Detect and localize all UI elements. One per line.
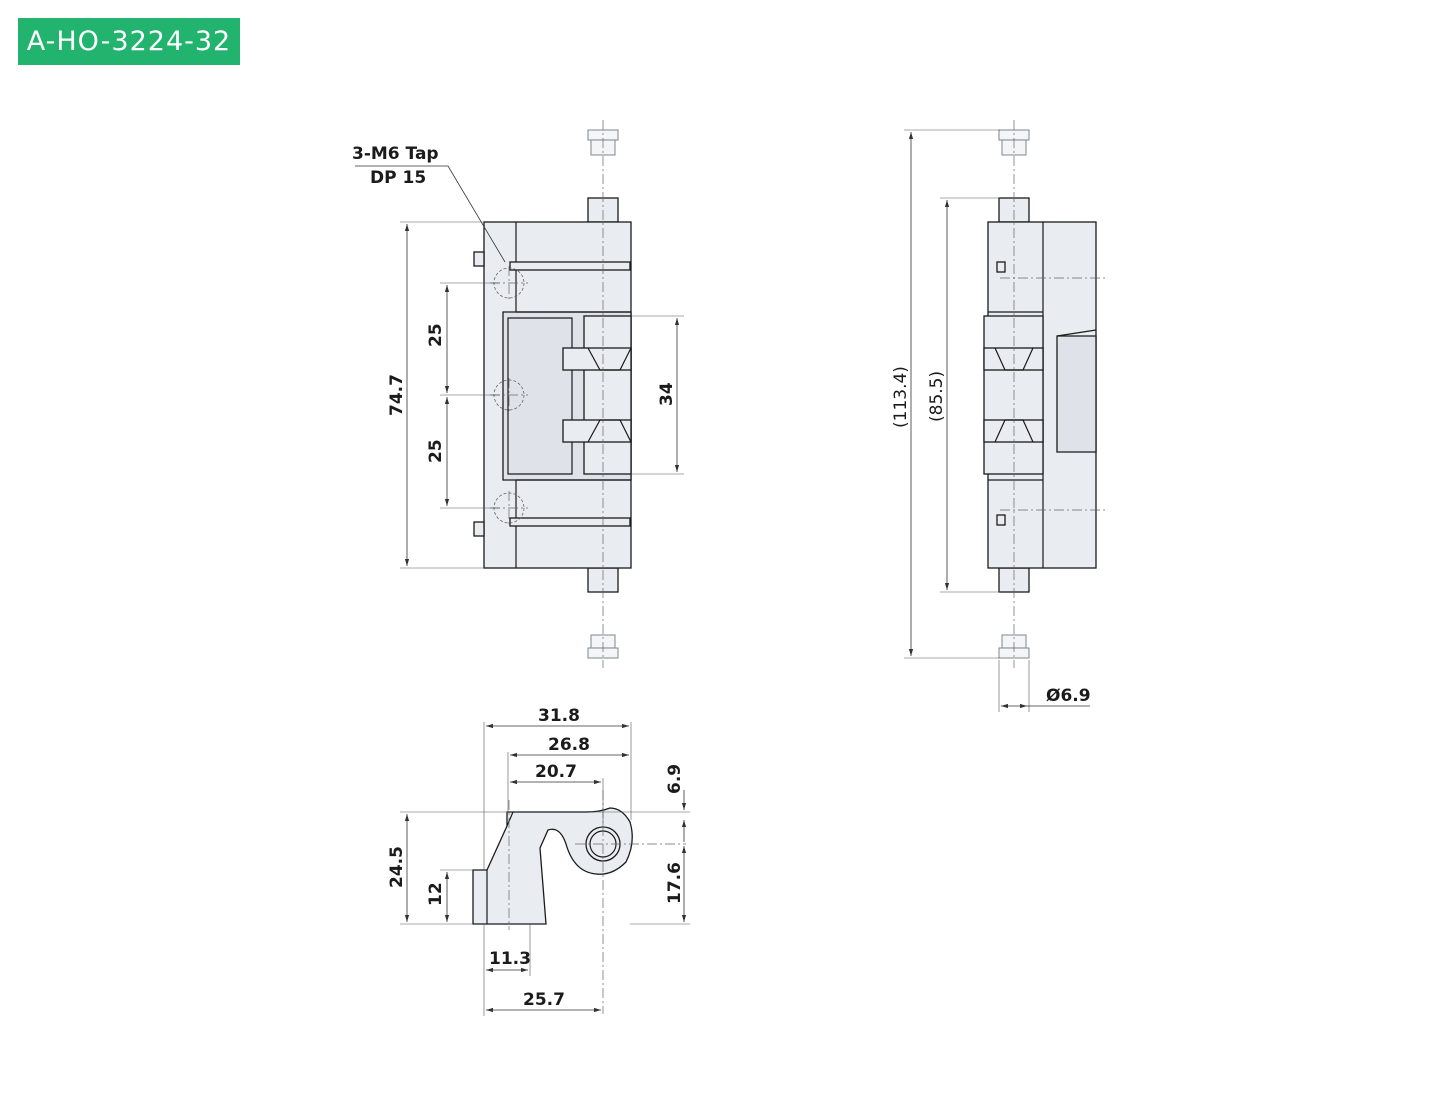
dim-17-6: 17.6 (665, 862, 685, 904)
hinge-end-profile (472, 807, 633, 925)
part-number-badge: A-HO-3224-32 (18, 18, 240, 65)
dim-overall-length: (113.4) (891, 366, 911, 428)
dim-pin-span: (85.5) (927, 371, 947, 422)
dim-11-3: 11.3 (489, 949, 531, 969)
dim-26-8: 26.8 (548, 735, 590, 755)
front-view: 3-M6 Tap DP 15 74.7 25 25 34 (352, 120, 684, 668)
dim-pitch-lower: 25 (426, 439, 446, 463)
dim-25-7: 25.7 (523, 990, 565, 1010)
dim-12: 12 (426, 882, 446, 906)
dim-24-5: 24.5 (387, 846, 407, 888)
dim-6-9: 6.9 (665, 764, 685, 794)
dim-height-74-7: 74.7 (387, 374, 407, 416)
dim-31-8: 31.8 (538, 706, 580, 726)
dim-pin-diameter: Ø6.9 (1046, 686, 1091, 706)
dim-20-7: 20.7 (535, 762, 577, 782)
tap-slot-top (509, 261, 631, 271)
tap-slot-bottom (509, 517, 631, 527)
end-view: 31.8 26.8 20.7 6.9 17.6 24.5 12 11.3 25.… (387, 706, 690, 1016)
dim-pitch-upper: 25 (426, 323, 446, 347)
side-view: (113.4) (85.5) Ø6.9 (891, 120, 1106, 712)
tap-note-line2: DP 15 (370, 168, 426, 188)
tap-note-line1: 3-M6 Tap (352, 144, 439, 164)
dim-knuckle-34: 34 (657, 382, 677, 406)
